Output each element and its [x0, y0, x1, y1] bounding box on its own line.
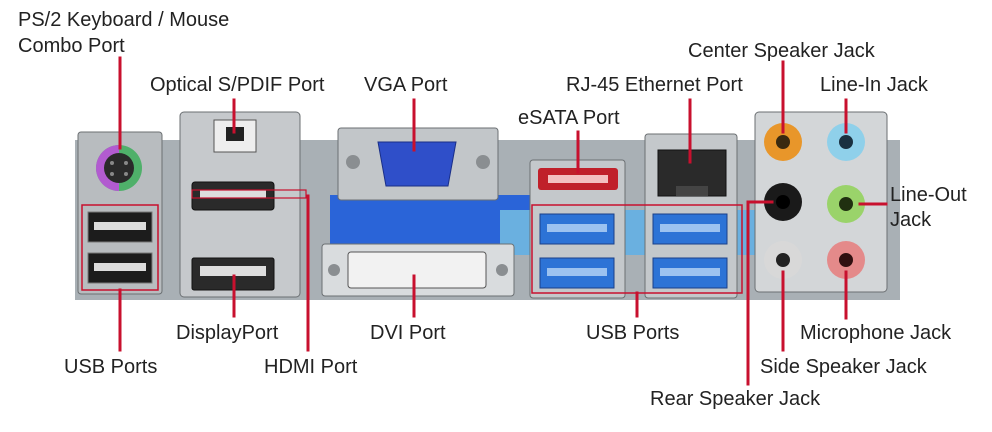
label-vga: VGA Port: [364, 74, 448, 96]
rj45-usb3-stack: [644, 133, 738, 299]
vga-dvi-stack: [321, 127, 515, 297]
label-line-out-line1: Line-Out: [890, 184, 967, 206]
leader-lines: [118, 56, 888, 386]
label-line-out-line2: Jack: [890, 209, 932, 231]
label-usb-mid: USB Ports: [586, 322, 680, 344]
video-audio-stack: [179, 111, 301, 298]
label-usb-left: USB Ports: [64, 356, 158, 378]
label-rear-speaker: Rear Speaker Jack: [650, 388, 821, 410]
label-dvi: DVI Port: [370, 322, 446, 344]
highlight-hdmi: [191, 189, 307, 199]
audio-jack-block: [754, 111, 888, 293]
label-hdmi: HDMI Port: [264, 356, 358, 378]
esata-usb3-stack: [529, 159, 626, 299]
vga-port: [377, 141, 457, 187]
label-rj45: RJ-45 Ethernet Port: [566, 74, 743, 96]
ps2-usb-stack: [77, 131, 163, 295]
label-displayport: DisplayPort: [176, 322, 279, 344]
label-side-speaker: Side Speaker Jack: [760, 356, 927, 378]
label-ps2-line2: Combo Port: [18, 35, 125, 57]
label-line-in: Line-In Jack: [820, 74, 928, 96]
label-spdif: Optical S/PDIF Port: [150, 74, 325, 96]
label-microphone: Microphone Jack: [800, 322, 952, 344]
label-esata: eSATA Port: [518, 107, 620, 129]
label-center-speaker: Center Speaker Jack: [688, 40, 875, 62]
dvi-port: [347, 251, 487, 289]
label-ps2-line1: PS/2 Keyboard / Mouse: [18, 9, 230, 31]
